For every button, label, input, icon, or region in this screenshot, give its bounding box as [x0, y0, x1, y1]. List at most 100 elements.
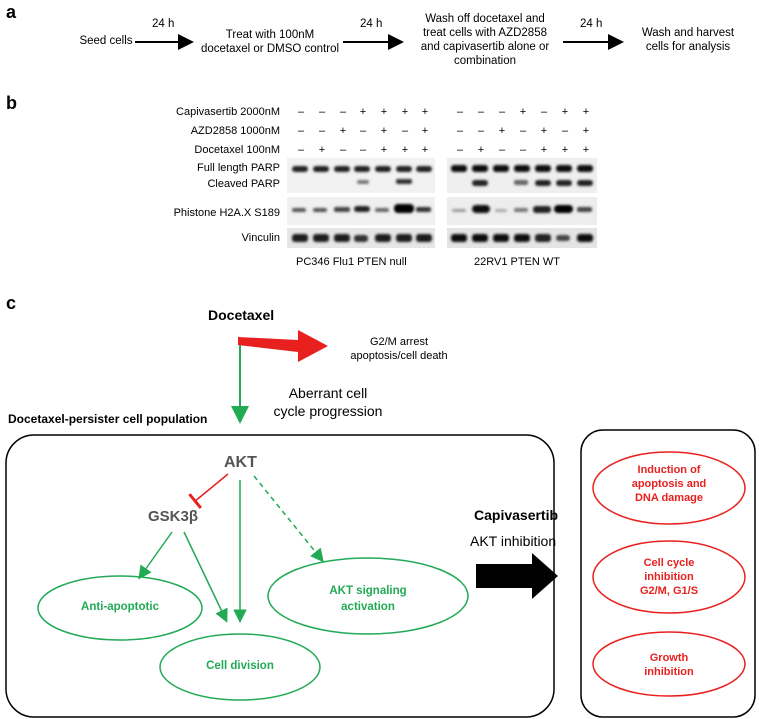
red-arrest-arrow — [238, 330, 328, 362]
arrest-text: G2/M arrest apoptosis/cell death — [344, 335, 454, 363]
outcome-ellipse-growth — [592, 631, 746, 697]
anti-apoptotic-label: Anti-apoptotic — [81, 601, 159, 613]
treatment-sign: + — [582, 144, 590, 156]
arrest-line: apoptosis/cell death — [350, 350, 448, 362]
treatment-sign: + — [380, 125, 388, 137]
blot-parp-right — [447, 158, 597, 193]
treatment-sign: + — [540, 125, 548, 137]
step-line: Wash and harvest — [641, 27, 735, 39]
treatment-sign: + — [519, 106, 527, 118]
treatment-sign: – — [498, 106, 506, 118]
persister-box — [5, 434, 555, 718]
treatment-sign: – — [297, 144, 305, 156]
treatment-sign: – — [477, 125, 485, 137]
blot-label-full-parp: Full length PARP — [197, 162, 280, 174]
signaling-line: AKT signaling — [329, 585, 407, 597]
treatment-sign: – — [339, 144, 347, 156]
outcome-line: inhibition — [644, 571, 694, 583]
pathway-diagram — [5, 330, 756, 718]
treatment-sign: + — [380, 106, 388, 118]
treatment-sign: + — [582, 106, 590, 118]
outcome-apoptosis: Induction of apoptosis and DNA damage — [599, 463, 739, 505]
panel-c-letter: c — [6, 293, 17, 313]
outcome-line: apoptosis and — [631, 478, 707, 490]
treatment-sign: – — [519, 144, 527, 156]
blot-label-vinculin: Vinculin — [241, 232, 280, 244]
akt-inhibition-label: AKT inhibition — [470, 533, 557, 549]
treatment-sign: – — [456, 144, 464, 156]
cond-docetaxel: Docetaxel 100nM — [194, 144, 280, 156]
capivasertib-arrow — [476, 553, 558, 599]
gsk-anti-arrow — [138, 531, 173, 580]
treatment-sign: + — [561, 144, 569, 156]
treatment-sign: – — [359, 125, 367, 137]
outcome-ellipse-cell-cycle — [592, 540, 746, 614]
treatment-sign: – — [401, 125, 409, 137]
panel-a-letter: a — [6, 2, 17, 22]
cell-line-right: 22RV1 PTEN WT — [474, 256, 560, 268]
treatment-sign: – — [540, 106, 548, 118]
treatment-sign: + — [421, 125, 429, 137]
treatment-sign: + — [498, 125, 506, 137]
treatment-sign: – — [297, 106, 305, 118]
blot-parp-left — [287, 158, 435, 193]
treatment-sign: – — [519, 125, 527, 137]
treatment-sign: – — [477, 106, 485, 118]
blot-label-cleaved-parp: Cleaved PARP — [207, 178, 280, 190]
capivasertib-label: Capivasertib — [474, 507, 559, 523]
treatment-sign: + — [540, 144, 548, 156]
duration-1: 24 h — [152, 18, 175, 30]
akt-signaling-arrow — [253, 475, 324, 563]
treatment-sign: – — [359, 144, 367, 156]
cell-division-ellipse — [159, 633, 321, 701]
treatment-sign: + — [359, 106, 367, 118]
treatment-sign: + — [582, 125, 590, 137]
blot-label-h2ax: Phistone H2A.X S189 — [173, 207, 280, 219]
western-blot-image — [287, 158, 597, 248]
akt-inhibits-gsk-line — [188, 473, 229, 509]
aberrant-line: cycle progression — [273, 403, 383, 419]
treatment-sign: – — [318, 125, 326, 137]
step-line: cells for analysis — [645, 41, 731, 53]
gsk3b-node: GSK3β — [148, 508, 199, 525]
akt-signaling-label: AKT signaling activation — [288, 583, 448, 615]
cell-division-label: Cell division — [206, 660, 274, 672]
signaling-line: activation — [341, 601, 395, 613]
step-line: Seed cells — [79, 35, 133, 47]
panel-a-arrows — [135, 34, 624, 50]
aberrant-line: Aberrant cell — [288, 385, 368, 401]
outcome-growth: Growth inhibition — [599, 651, 739, 679]
step-line: docetaxel or DMSO control — [200, 43, 340, 55]
treatment-sign: + — [339, 125, 347, 137]
duration-3: 24 h — [580, 18, 603, 30]
outcome-line: inhibition — [644, 666, 694, 678]
persister-label: Docetaxel-persister cell population — [8, 412, 208, 426]
gsk-division-arrow — [183, 531, 228, 623]
outcome-line: G2/M, G1/S — [639, 585, 699, 597]
panel-b-letter: b — [6, 93, 17, 113]
step-line: treat cells with AZD2858 — [422, 27, 547, 39]
treatment-sign: + — [401, 106, 409, 118]
docetaxel-title: Docetaxel — [208, 307, 275, 323]
outcome-ellipse-apoptosis — [592, 451, 746, 525]
treatment-sign: + — [318, 144, 326, 156]
treatment-sign: – — [456, 125, 464, 137]
treatment-sign: – — [498, 144, 506, 156]
treatment-sign: + — [421, 106, 429, 118]
duration-2: 24 h — [360, 18, 383, 30]
treatment-sign: + — [421, 144, 429, 156]
step-treat: Treat with 100nM docetaxel or DMSO contr… — [195, 28, 345, 56]
step-line: Wash off docetaxel and — [425, 13, 545, 25]
treatment-sign: – — [297, 125, 305, 137]
cond-azd2858: AZD2858 1000nM — [190, 125, 280, 137]
treatment-sign: + — [380, 144, 388, 156]
step-wash: Wash off docetaxel and treat cells with … — [405, 12, 565, 68]
treatment-sign: – — [339, 106, 347, 118]
step-seed: Seed cells — [78, 34, 134, 48]
aberrant-text: Aberrant cell cycle progression — [258, 384, 398, 420]
step-line: Treat with 100nM — [225, 29, 315, 41]
outcome-cell-cycle: Cell cycle inhibition G2/M, G1/S — [599, 556, 739, 598]
treatment-sign: + — [561, 106, 569, 118]
treatment-sign: – — [318, 106, 326, 118]
